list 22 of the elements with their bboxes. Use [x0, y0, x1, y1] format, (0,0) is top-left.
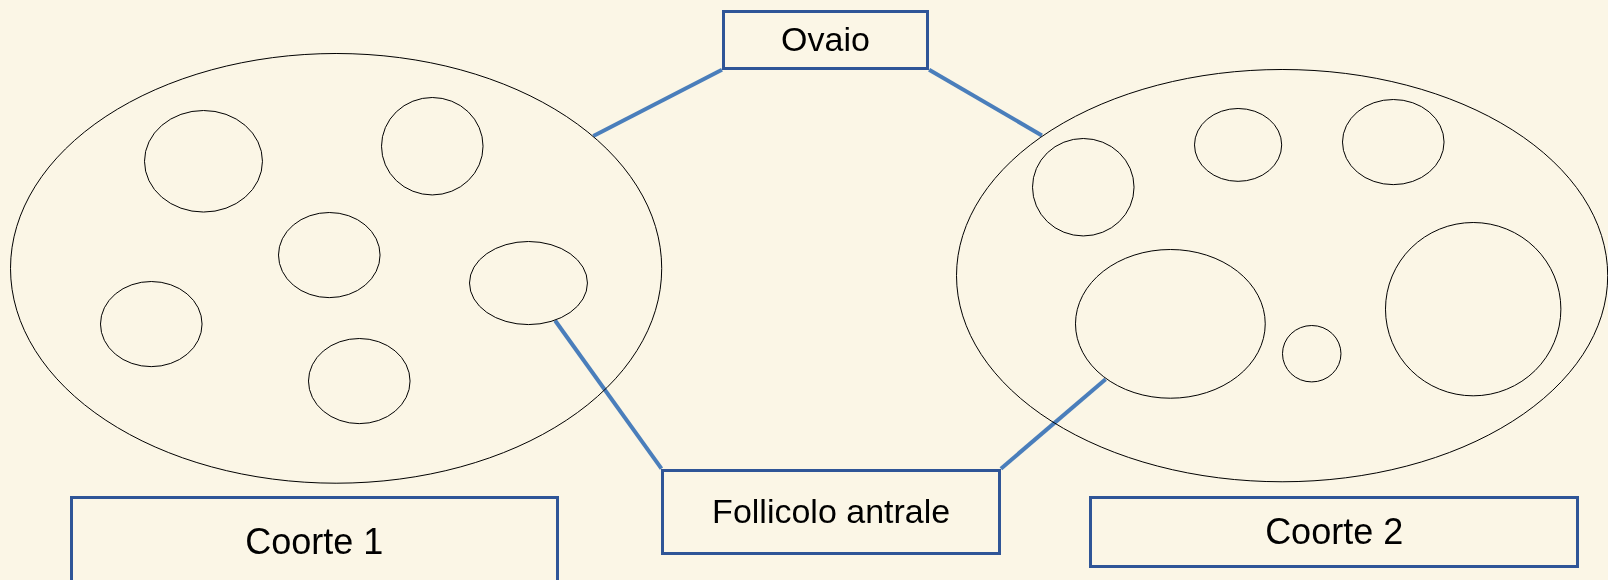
label-box: Ovaio	[721, 10, 930, 70]
follicle-circle	[1193, 107, 1282, 182]
follicle-circle	[468, 240, 588, 326]
label-box: Coorte 2	[1089, 496, 1580, 569]
label-box: Follicolo antrale	[661, 468, 1001, 555]
connector-line	[592, 67, 723, 138]
follicle-circle	[1385, 221, 1562, 396]
follicle-circle	[277, 212, 381, 299]
follicle-circle	[307, 338, 411, 425]
connector-line	[553, 319, 664, 470]
follicle-circle	[143, 109, 263, 213]
ovary-ellipse	[955, 68, 1608, 482]
follicle-circle	[1281, 325, 1342, 383]
follicle-circle	[1031, 138, 1135, 237]
connector-line	[928, 68, 1043, 138]
follicle-circle	[100, 280, 204, 368]
follicle-circle	[381, 97, 485, 196]
ovary-ellipse	[10, 53, 663, 484]
follicle-circle	[1342, 99, 1445, 186]
follicle-circle	[1074, 249, 1266, 399]
label-box: Coorte 1	[69, 496, 559, 580]
connector-line	[999, 377, 1107, 471]
